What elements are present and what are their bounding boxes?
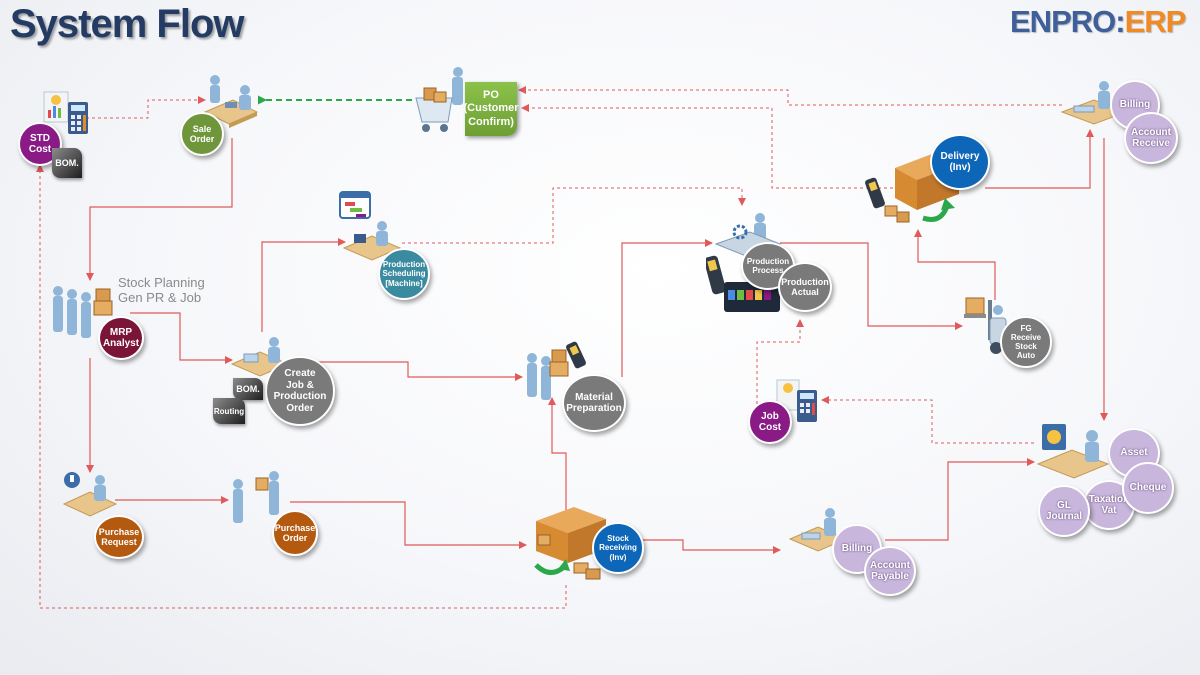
brand-logo: ENPRO:ERP [1010, 4, 1186, 39]
purchase-desk-icon [62, 472, 118, 517]
bom-tag-top: BOM. [52, 148, 82, 178]
flow-po-to-stock [290, 501, 527, 549]
flow-stock-to-material [548, 397, 567, 510]
flow-delivery-to-billing [985, 129, 1094, 189]
flow-stock-to-stdcost [36, 164, 567, 609]
flow-production-to-fg [780, 242, 963, 330]
flow-finance-to-jobcost [821, 396, 1034, 444]
delivery-node: Delivery (Inv) [930, 134, 990, 190]
mrp-analyst-node: MRP Analyst [98, 316, 144, 360]
flow-delivery-to-po [521, 104, 893, 189]
job-cost-node: Job Cost [748, 400, 792, 444]
stock-receiving-node: Stock Receiving (Inv) [592, 522, 644, 574]
purchase-order-node: Purchase Order [272, 510, 318, 556]
finance-desk-icon [1036, 424, 1110, 479]
bom-tag-mid: BOM. [233, 378, 263, 400]
shopping-cart-icon [415, 67, 463, 132]
schedule-board-icon [339, 191, 402, 261]
team-icon [53, 286, 113, 338]
material-team-icon [527, 341, 586, 400]
flow-ap-to-finance [885, 458, 1035, 541]
gl-journal-node: GL Journal [1038, 485, 1090, 537]
account-payable-node: Account Payable [864, 546, 916, 596]
fg-receive-node: FG Receive Stock Auto [1000, 316, 1052, 368]
handshake-icon [233, 471, 279, 523]
create-job-node: Create Job & Production Order [265, 356, 335, 426]
material-preparation-node: Material Preparation [562, 374, 626, 432]
flow-mrp-to-job [130, 312, 233, 364]
production-actual-node: Production Actual [778, 262, 832, 312]
jobcost-calculator-icon [776, 379, 817, 422]
stock-planning-label: Stock Planning Gen PR & Job [118, 275, 205, 305]
flow-material-to-production [621, 239, 713, 377]
flow-billing-to-po [518, 86, 1062, 106]
cheque-node: Cheque [1122, 462, 1174, 514]
flow-stock-to-ap [638, 539, 781, 554]
flow-scheduling-to-production [402, 187, 746, 244]
flow-jobcost-to-production [756, 319, 804, 410]
flow-job-to-material [300, 361, 523, 381]
po-customer-confirm: PO (Customer Confirm) [464, 82, 519, 136]
purchase-request-node: Purchase Request [94, 515, 144, 559]
flow-job-to-scheduling [261, 238, 346, 332]
production-scheduling-node: Production Scheduling [Machine] [378, 248, 430, 300]
page-title: System Flow [10, 2, 245, 46]
calculator-icon [43, 91, 88, 134]
routing-tag: Routing [213, 398, 245, 424]
flow-stdcost-to-sale [80, 96, 206, 119]
sale-order-node: Sale Order [180, 112, 224, 156]
account-receive-node: Account Receive [1124, 112, 1178, 164]
flow-sale-to-mrp [86, 138, 233, 281]
flow-fg-to-delivery [914, 229, 996, 300]
